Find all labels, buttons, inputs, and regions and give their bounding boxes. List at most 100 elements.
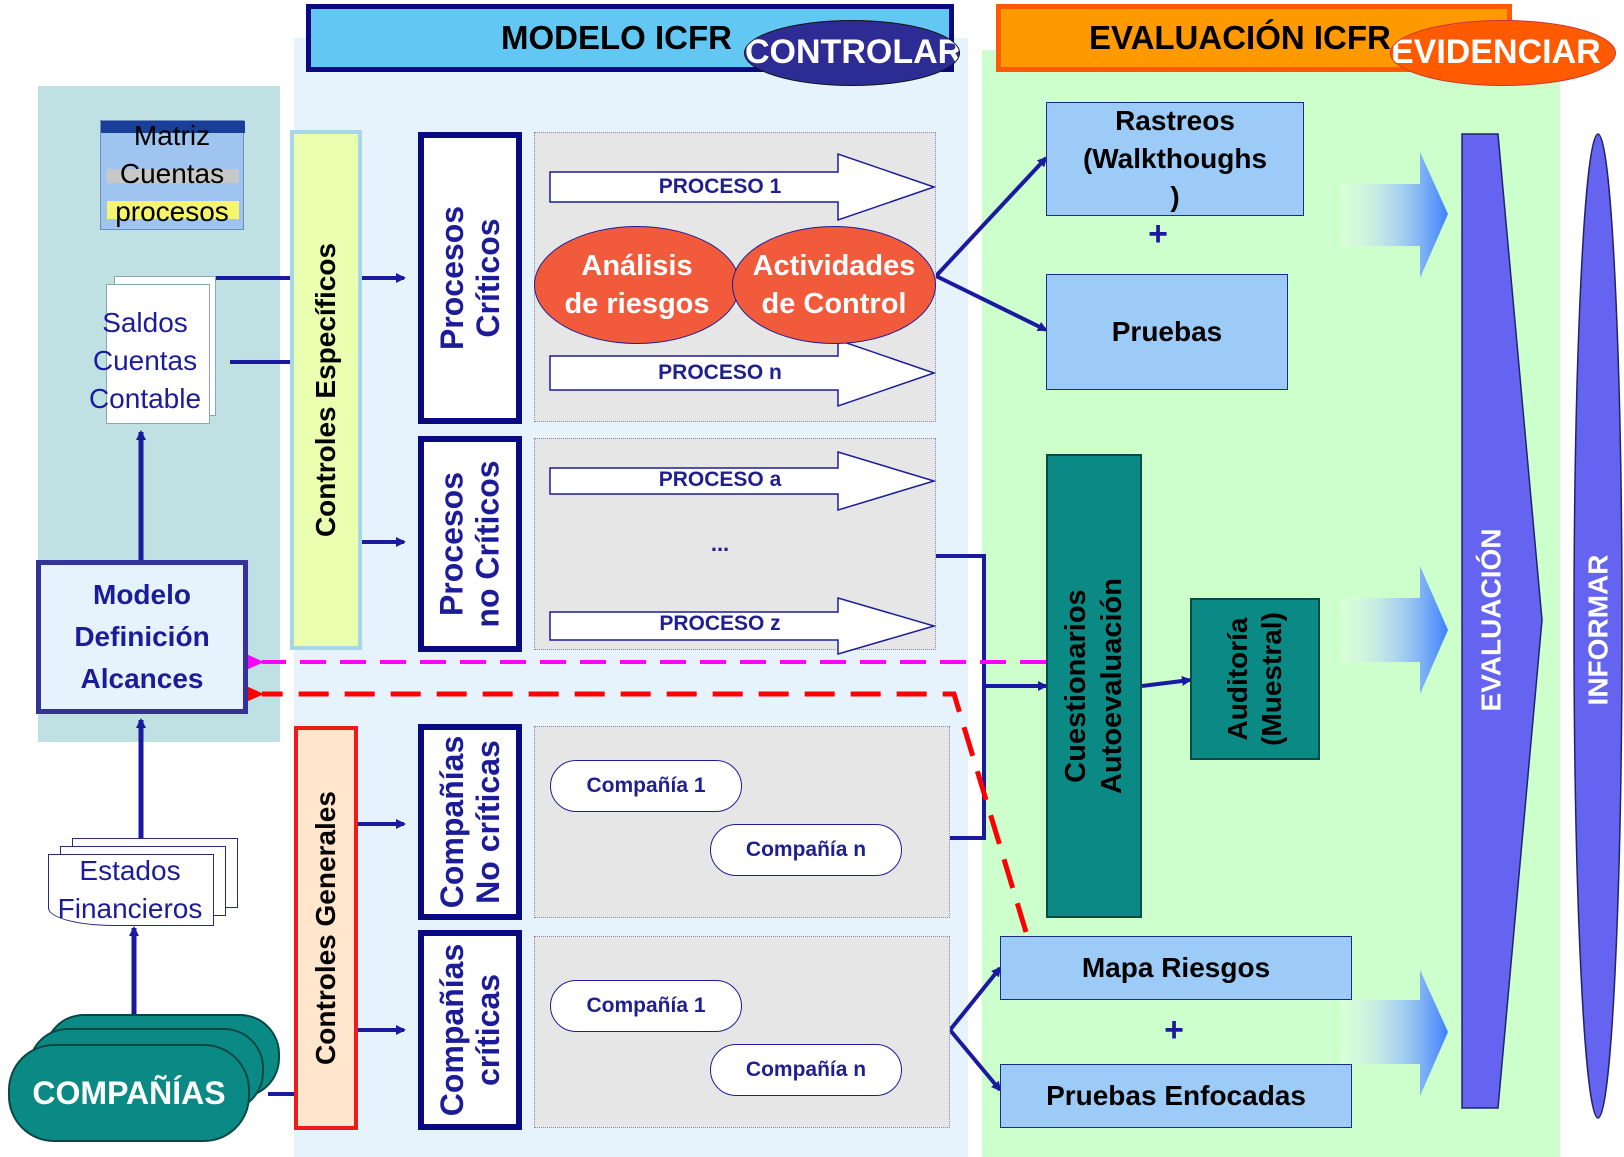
evidenciar-badge: EVIDENCIAR: [1390, 20, 1616, 86]
pruebas-text: Pruebas: [1111, 316, 1223, 347]
controles-especificos-bar: Controles Específicos: [290, 130, 362, 650]
arrow-cuestionarios-to-auditoria: [1141, 676, 1192, 688]
controlar-badge: CONTROLAR: [744, 20, 960, 86]
proceso-z-arrow: [549, 597, 937, 655]
evaluacion-label: EVALUACIÓN: [1462, 420, 1522, 820]
pruebas-enfocadas-box: Pruebas Enfocadas: [1000, 1064, 1352, 1128]
proceso-a-text: PROCESO a: [658, 468, 782, 491]
modelo-line-1: Modelo: [93, 579, 191, 610]
matriz-line-2: Cuentas: [119, 158, 225, 189]
criticas-compania-1-text: Compañía 1: [586, 994, 706, 1017]
procesos-no-criticos-box: Procesos no Críticos: [418, 436, 522, 652]
modelo-line-3: Alcances: [80, 663, 204, 694]
actividades-line-1: Actividades: [752, 250, 916, 282]
proceso-a-label: PROCESO a: [560, 466, 880, 494]
modelo-line-2: Definición: [74, 621, 210, 652]
plus-1: +: [1140, 214, 1176, 254]
rastreos-line-3: ): [1170, 181, 1180, 212]
matriz-line-3: procesos: [115, 196, 229, 227]
line-no-criticos-to-cuestionarios: [936, 554, 1048, 691]
estados-label: Estados Financieros: [46, 850, 214, 930]
controles-generales-bar: Controles Generales: [294, 726, 358, 1130]
proceso-z-label: PROCESO z: [560, 610, 880, 638]
ellipsis-label: ...: [560, 530, 880, 558]
plus-2-text: +: [1164, 1010, 1184, 1049]
line-no-criticas-to-cuestionarios: [950, 686, 986, 840]
criticas-compania-n: Compañía n: [710, 1044, 902, 1096]
matriz-label: Matriz Cuentas procesos: [100, 118, 244, 230]
analisis-line-2: de riesgos: [564, 288, 710, 320]
fat-arrow-1: [1340, 152, 1448, 278]
proceso-1-arrow: [549, 152, 937, 222]
saldos-line-2: Cuentas: [92, 345, 198, 376]
evaluacion-shape: [1461, 133, 1543, 1109]
saldos-doc-front: [106, 284, 210, 424]
saldos-label: Saldos Cuentas Contable: [70, 300, 220, 422]
companias-label: COMPAÑÍAS: [32, 1074, 226, 1111]
evaluacion-header-text: EVALUACIÓN ICFR: [1089, 19, 1391, 56]
modelo-alcances-box: Modelo Definición Alcances: [36, 560, 248, 714]
informar-shape: [1573, 133, 1623, 1119]
proceso-1-text: PROCESO 1: [658, 175, 782, 198]
informar-label: INFORMAR: [1574, 440, 1622, 820]
proceso-n-arrow: [549, 338, 937, 408]
matriz-line-1: Matriz: [133, 120, 211, 151]
cias-criticas-panel: [534, 936, 950, 1128]
arrow-to-mapa: [948, 966, 1002, 1032]
auditoria-line-2: (Muestral): [1256, 612, 1288, 746]
criticas-compania-n-text: Compañía n: [745, 1058, 867, 1081]
cuestionarios-line-2: Autoevaluación: [1096, 578, 1128, 794]
actividades-line-2: de Control: [761, 288, 907, 320]
auditoria-box: Auditoría (Muestral): [1190, 598, 1320, 760]
plus-1-text: +: [1148, 214, 1168, 253]
modelo-header-text: MODELO ICFR: [501, 19, 732, 56]
no-criticas-compania-n-text: Compañía n: [745, 838, 867, 861]
actividades-control-ellipse: Actividades de Control: [732, 226, 936, 344]
arrow-to-pruebas: [935, 274, 1048, 332]
no-criticas-compania-1: Compañía 1: [550, 760, 742, 812]
cuestionarios-line-1: Cuestionarios: [1060, 589, 1092, 783]
controlar-text: CONTROLAR: [745, 33, 960, 71]
estados-doc-front: [48, 854, 214, 926]
fat-arrow-3: [1340, 970, 1448, 1096]
arrow-to-rastreos: [934, 156, 1048, 278]
estados-line-2: Financieros: [57, 893, 203, 924]
analisis-line-1: Análisis: [581, 250, 693, 282]
rastreos-line-2: (Walkthoughs: [1082, 143, 1268, 174]
cuestionarios-box: Cuestionarios Autoevaluación: [1046, 454, 1142, 918]
saldos-line-1: Saldos: [102, 307, 188, 338]
proceso-a-arrow: [549, 450, 937, 512]
no-criticas-compania-1-text: Compañía 1: [586, 774, 706, 797]
proceso-1-label: PROCESO 1: [560, 173, 880, 201]
no-criticas-compania-n: Compañía n: [710, 824, 902, 876]
evidenciar-text: EVIDENCIAR: [1391, 33, 1601, 71]
plus-2: +: [1156, 1010, 1192, 1050]
saldos-line-3: Contable: [88, 383, 202, 414]
fat-arrow-2: [1340, 566, 1448, 694]
companias-no-criticas-box: Compañías No críticas: [418, 724, 522, 920]
matriz-icon: [100, 120, 245, 230]
auditoria-line-1: Auditoría: [1222, 617, 1254, 741]
dashed-red-feedback: [244, 685, 1029, 933]
evaluacion-text: EVALUACIÓN: [1476, 528, 1508, 712]
analisis-riesgos-ellipse: Análisis de riesgos: [534, 226, 740, 344]
estados-line-1: Estados: [79, 855, 181, 886]
companias-criticas-box: Compañías críticas: [418, 930, 522, 1130]
cias-no-criticas-panel: [534, 726, 950, 918]
pruebas-box: Pruebas: [1046, 274, 1288, 390]
pruebas-enfocadas-text: Pruebas Enfocadas: [1046, 1080, 1306, 1111]
proceso-z-text: PROCESO z: [659, 612, 781, 635]
ellipsis-text: ...: [710, 531, 730, 556]
rastreos-line-1: Rastreos: [1115, 105, 1235, 136]
proceso-n-text: PROCESO n: [658, 361, 782, 384]
proceso-n-label: PROCESO n: [560, 359, 880, 387]
criticas-compania-1: Compañía 1: [550, 980, 742, 1032]
mapa-riesgos-text: Mapa Riesgos: [1081, 952, 1271, 983]
rastreos-box: Rastreos (Walkthoughs ): [1046, 102, 1304, 216]
informar-text: INFORMAR: [1582, 554, 1613, 706]
companias-box: COMPAÑÍAS: [8, 1044, 250, 1142]
arrow-to-pruebas-enfocadas: [948, 1028, 1002, 1092]
mapa-riesgos-box: Mapa Riesgos: [1000, 936, 1352, 1000]
